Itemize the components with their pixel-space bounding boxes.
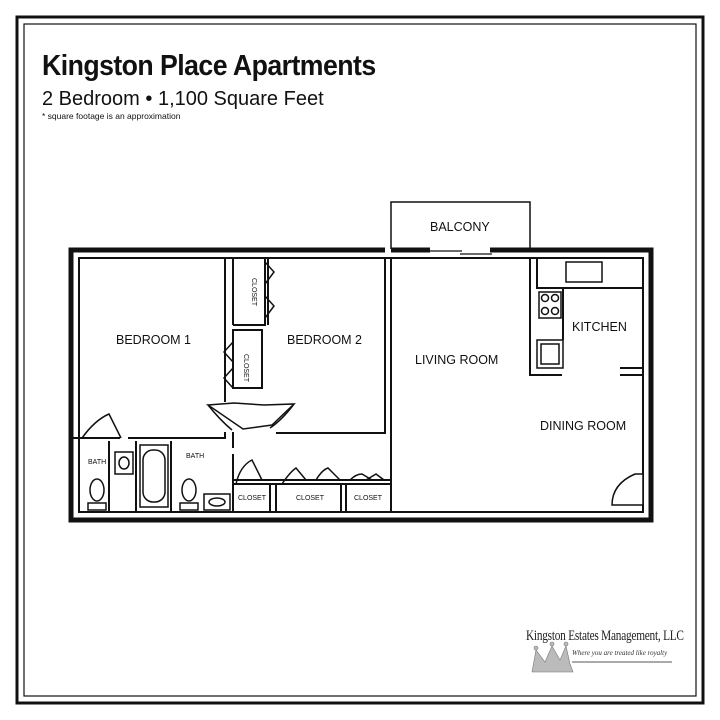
bath1-sink: [114, 451, 134, 475]
fridge: [536, 339, 564, 369]
inner-frame: [23, 23, 697, 697]
label-closet-upper: CLOSET: [250, 278, 257, 307]
label-kitchen: KITCHEN: [572, 320, 627, 334]
bathtub: [139, 444, 169, 508]
exterior-walls: [68, 247, 654, 523]
page-subtitle: 2 Bedroom • 1,100 Square Feet: [42, 88, 324, 110]
crown-logo-icon: [531, 641, 574, 673]
bath1-toilet: [87, 502, 107, 511]
kitchen-sink: [565, 261, 603, 283]
balcony: [390, 201, 531, 249]
doors: [81, 261, 644, 506]
company-name: Kingston Estates Management, LLC: [526, 628, 684, 644]
label-closet-3: CLOSET: [354, 495, 383, 502]
outer-frame: [15, 15, 705, 705]
label-living-room: LIVING ROOM: [415, 353, 498, 367]
interior-walls: [71, 257, 644, 513]
bath2-sink: [203, 493, 231, 511]
company-tagline: Where you are treated like royalty: [572, 649, 668, 657]
fixtures: [87, 261, 603, 511]
label-balcony: BALCONY: [430, 220, 490, 234]
label-bedroom-2: BEDROOM 2: [287, 333, 362, 347]
label-closet-1: CLOSET: [238, 495, 267, 502]
label-bath-2: BATH: [186, 453, 204, 460]
stove: [538, 291, 562, 319]
bath2-toilet: [179, 502, 199, 511]
label-closet-2: CLOSET: [296, 495, 325, 502]
page-title: Kingston Place Apartments: [42, 50, 376, 82]
balcony-slider: [430, 250, 492, 255]
footnote: * square footage is an approximation: [42, 111, 181, 121]
label-closet-middle: CLOSET: [242, 354, 249, 383]
label-dining-room: DINING ROOM: [540, 419, 626, 433]
label-bath-1: BATH: [88, 459, 106, 466]
label-bedroom-1: BEDROOM 1: [116, 333, 191, 347]
